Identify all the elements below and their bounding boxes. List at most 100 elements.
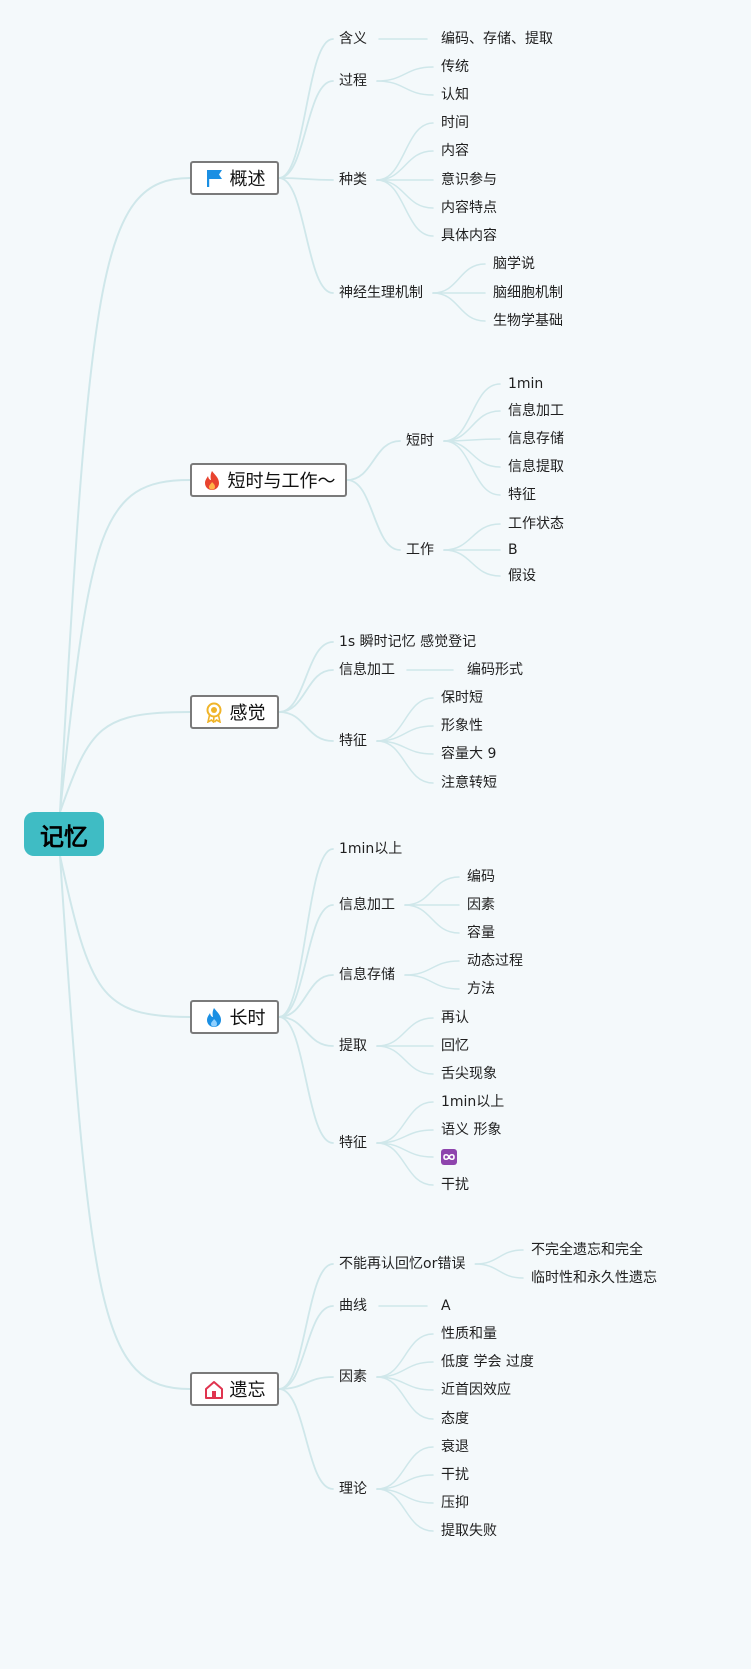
branch-node[interactable]: 遗忘 (190, 1372, 279, 1406)
connector-line (474, 1249, 524, 1265)
leaf-node[interactable]: 容量 (467, 925, 495, 941)
connector-line (443, 440, 501, 496)
topic-node[interactable]: 信息加工 (339, 662, 395, 678)
connector-line (376, 66, 434, 82)
branch-label: 长时 (229, 1008, 266, 1029)
connector-line (443, 383, 501, 442)
leaf-node[interactable]: 信息存储 (508, 431, 564, 447)
leaf-node[interactable]: 临时性和永久性遗忘 (531, 1270, 657, 1286)
leaf-node[interactable]: 语义 形象 (441, 1122, 502, 1138)
leaf-node[interactable]: 容量大 9 (441, 746, 497, 762)
leaf-node[interactable]: 保时短 (441, 690, 483, 706)
topic-node[interactable]: 特征 (339, 733, 367, 749)
topic-node[interactable]: 种类 (339, 172, 367, 188)
connector-line (278, 177, 334, 181)
topic-node[interactable]: 神经生理机制 (339, 285, 423, 301)
leaf-node[interactable]: 脑细胞机制 (493, 285, 563, 301)
root-node[interactable]: 记忆 (24, 812, 104, 856)
topic-node[interactable]: 1min以上 (339, 841, 403, 857)
leaf-node[interactable]: 具体内容 (441, 228, 497, 244)
leaf-node[interactable]: 形象性 (441, 718, 483, 734)
connector-line (278, 1305, 334, 1390)
leaf-node[interactable]: 信息加工 (508, 403, 564, 419)
leaf-node[interactable]: 干扰 (441, 1467, 469, 1483)
leaf-node[interactable]: 生物学基础 (493, 313, 563, 329)
leaf-node[interactable]: 注意转短 (441, 775, 497, 791)
leaf-node[interactable]: 内容 (441, 143, 469, 159)
connector-line (278, 177, 334, 294)
infinity-icon (441, 1149, 457, 1165)
leaf-node[interactable]: 编码 (467, 869, 495, 885)
branch-node[interactable]: 长时 (190, 1000, 279, 1034)
leaf-node[interactable]: 假设 (508, 568, 536, 584)
leaf-node[interactable]: A (441, 1298, 451, 1314)
topic-node[interactable]: 信息加工 (339, 897, 395, 913)
connector-line (376, 1142, 434, 1186)
branch-node[interactable]: 概述 (190, 161, 279, 195)
connector-line (443, 523, 501, 551)
leaf-node[interactable]: 舌尖现象 (441, 1066, 497, 1082)
branch-node[interactable]: 短时与工作～ (190, 463, 347, 497)
leaf-node[interactable]: 意识参与 (441, 172, 497, 188)
leaf-node[interactable]: 近首因效应 (441, 1382, 511, 1398)
topic-node[interactable]: 信息存储 (339, 967, 395, 983)
connector-line (278, 848, 334, 1018)
leaf-node[interactable]: 提取失败 (441, 1523, 497, 1539)
leaf-node[interactable]: 干扰 (441, 1177, 469, 1193)
connector-line (376, 740, 434, 784)
leaf-node[interactable]: 方法 (467, 981, 495, 997)
leaf-node[interactable]: 编码、存储、提取 (441, 31, 553, 47)
topic-node[interactable]: 短时 (406, 433, 434, 449)
leaf-node[interactable]: 态度 (441, 1411, 469, 1427)
topic-node[interactable]: 提取 (339, 1038, 367, 1054)
leaf-node[interactable]: 脑学说 (493, 256, 535, 272)
connector-line (404, 876, 460, 906)
leaf-node[interactable]: 因素 (467, 897, 495, 913)
topic-node[interactable]: 特征 (339, 1135, 367, 1151)
leaf-node[interactable]: 性质和量 (441, 1326, 497, 1342)
connector-line (376, 1017, 434, 1047)
leaf-node[interactable]: 传统 (441, 59, 469, 75)
connector-line (404, 974, 460, 990)
leaf-node[interactable]: 特征 (508, 487, 536, 503)
leaf-node[interactable]: 内容特点 (441, 200, 497, 216)
blue-fire-icon (206, 1007, 221, 1027)
leaf-node[interactable]: 压抑 (441, 1495, 469, 1511)
leaf-node[interactable]: 不完全遗忘和完全 (531, 1242, 643, 1258)
leaf-node[interactable]: 1min以上 (441, 1094, 505, 1110)
branch-label: 遗忘 (229, 1380, 266, 1401)
topic-node[interactable]: 工作 (406, 542, 434, 558)
connector-line (376, 80, 434, 96)
leaf-node[interactable]: B (508, 542, 518, 558)
topic-node[interactable]: 理论 (339, 1481, 367, 1497)
leaf-node[interactable]: 动态过程 (467, 953, 523, 969)
red-house-icon (204, 1380, 223, 1399)
connector-line (443, 440, 501, 468)
branch-node[interactable]: 感觉 (190, 695, 279, 729)
leaf-node[interactable]: 认知 (441, 87, 469, 103)
connector-line (59, 711, 191, 813)
connector-line (278, 669, 334, 713)
connector-line (346, 479, 401, 551)
leaf-node[interactable]: 回忆 (441, 1038, 469, 1054)
leaf-node[interactable]: 衰退 (441, 1439, 469, 1455)
topic-node[interactable]: 不能再认回忆or错误 (339, 1256, 466, 1272)
connector-line (432, 263, 486, 294)
connector-line (278, 1016, 334, 1047)
leaf-node[interactable]: 1min (508, 376, 544, 392)
leaf-node[interactable]: 低度 学会 过度 (441, 1354, 534, 1370)
leaf-node[interactable]: 信息提取 (508, 459, 564, 475)
topic-node[interactable]: 1s 瞬时记忆 感觉登记 (339, 634, 477, 650)
leaf-node[interactable]: 时间 (441, 115, 469, 131)
topic-node[interactable]: 过程 (339, 73, 367, 89)
topic-node[interactable]: 因素 (339, 1369, 367, 1385)
leaf-node[interactable]: 编码形式 (467, 662, 523, 678)
branch-label: 短时与工作～ (227, 471, 336, 492)
topic-node[interactable]: 曲线 (339, 1298, 367, 1314)
topic-node[interactable]: 含义 (339, 31, 367, 47)
leaf-node[interactable]: 再认 (441, 1010, 469, 1026)
connector-line (376, 697, 434, 742)
leaf-node[interactable]: 工作状态 (508, 516, 564, 532)
connector-line (278, 904, 334, 1018)
